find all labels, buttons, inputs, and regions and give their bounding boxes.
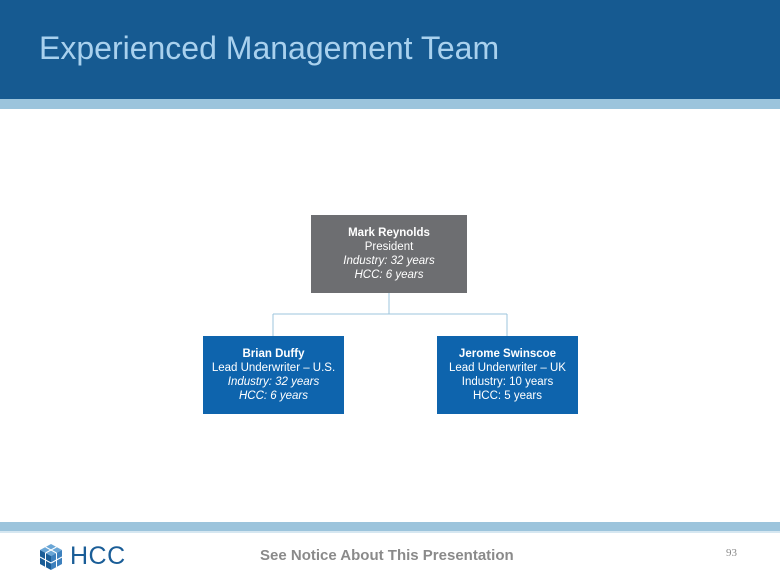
person-industry-years: Industry: 32 years <box>227 376 320 388</box>
header-accent-stripe <box>0 99 780 109</box>
person-role: Lead Underwriter – UK <box>449 362 566 374</box>
slide-header <box>0 0 780 99</box>
person-name: Brian Duffy <box>242 348 305 360</box>
org-box-lead-underwriter-us: Brian Duffy Lead Underwriter – U.S. Indu… <box>203 336 344 414</box>
person-role: Lead Underwriter – U.S. <box>211 362 336 374</box>
org-box-lead-underwriter-uk: Jerome Swinscoe Lead Underwriter – UK In… <box>437 336 578 414</box>
hcc-cube-logo-icon <box>39 544 63 570</box>
person-name: Jerome Swinscoe <box>458 348 557 360</box>
person-industry-years: Industry: 10 years <box>461 376 554 388</box>
person-role: President <box>364 241 414 253</box>
footer-accent-stripe <box>0 522 780 531</box>
person-hcc-years: HCC: 6 years <box>354 269 424 281</box>
person-hcc-years: HCC: 5 years <box>472 390 543 402</box>
page-number: 93 <box>726 547 737 559</box>
person-industry-years: Industry: 32 years <box>343 255 435 267</box>
org-box-president: Mark Reynolds President Industry: 32 yea… <box>311 215 467 293</box>
person-name: Mark Reynolds <box>348 227 430 239</box>
footer-divider <box>0 531 780 533</box>
hcc-logo-text: HCC <box>70 542 126 570</box>
person-hcc-years: HCC: 6 years <box>238 390 309 402</box>
slide-title: Experienced Management Team <box>39 30 500 66</box>
presentation-notice: See Notice About This Presentation <box>260 547 514 564</box>
